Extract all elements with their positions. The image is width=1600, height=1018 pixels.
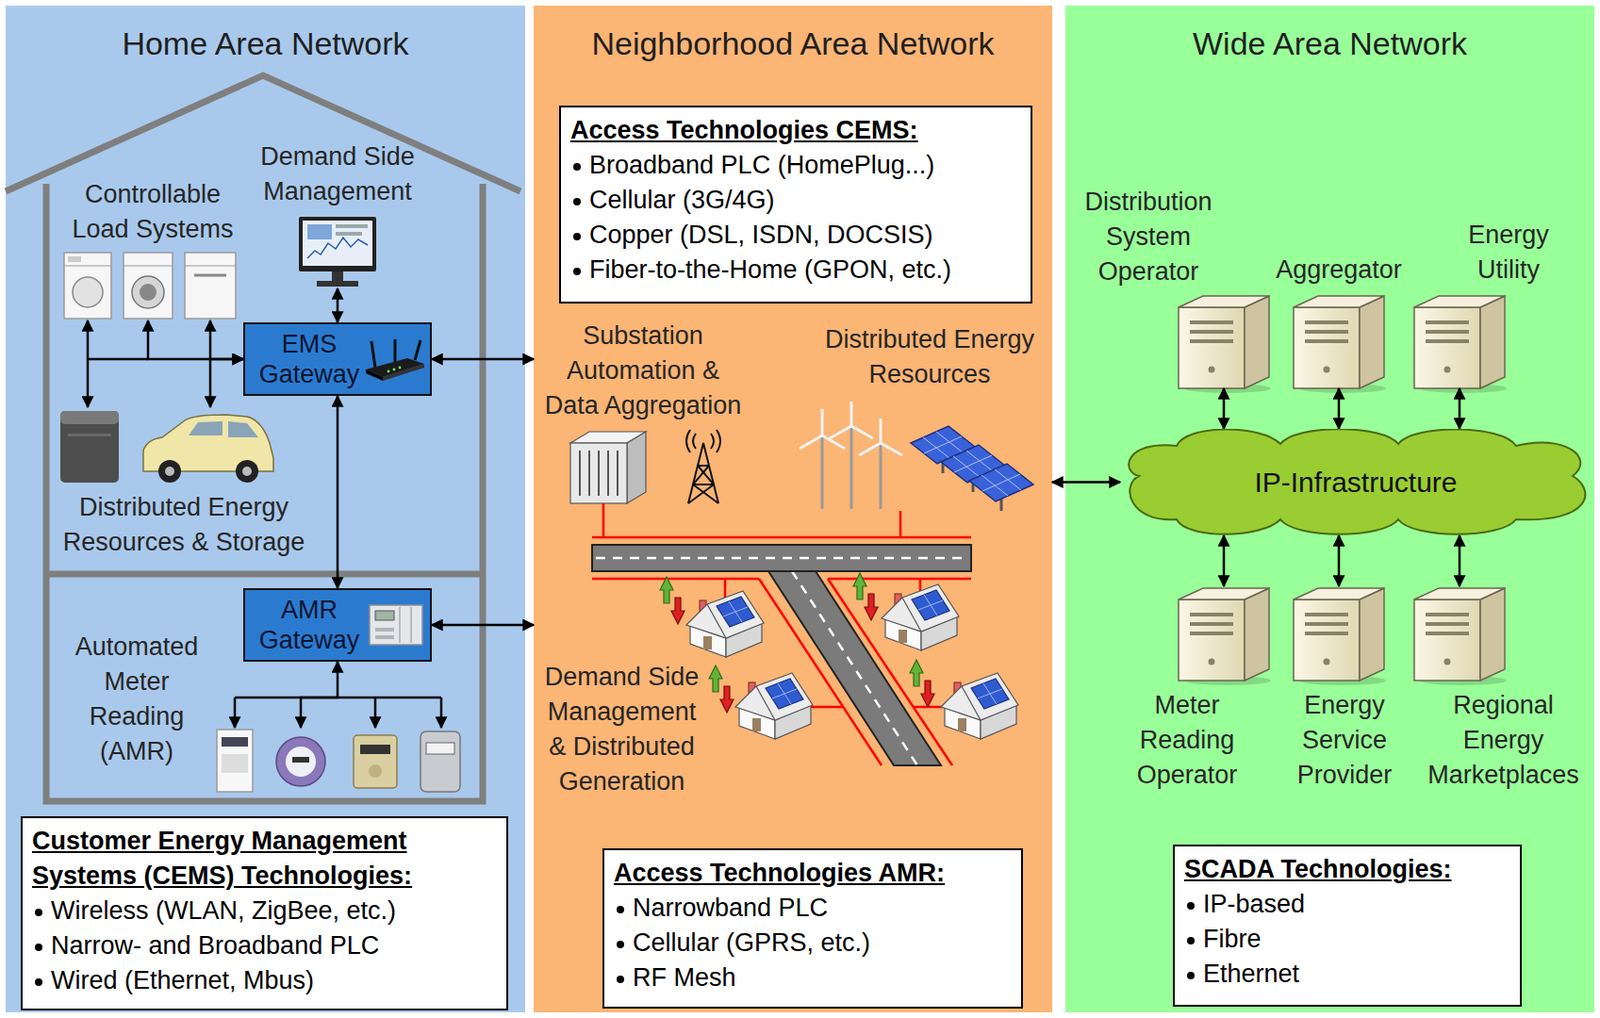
- node-label: Meter Reading Operator: [1116, 688, 1258, 793]
- router-icon: [363, 337, 427, 383]
- meter-device-icon: [367, 601, 425, 649]
- technology-box: Access Technologies AMR:Narrowband PLCCe…: [602, 848, 1023, 1009]
- node-label: Demand Side Management: [214, 139, 461, 210]
- ip-cloud: IP-Infrastructure: [1120, 428, 1592, 536]
- solar-panels: [910, 426, 1034, 512]
- node-label: Energy Service Provider: [1273, 688, 1416, 793]
- connector-arrow: [431, 624, 534, 627]
- server-node: Meter Reading Operator: [1178, 586, 1270, 681]
- meter-icons: [216, 729, 461, 792]
- monitor-icon: [298, 216, 377, 287]
- box-heading: Access Technologies AMR:: [613, 856, 1012, 891]
- node-label: Distributed Energy Resources & Storage: [42, 490, 326, 561]
- server-node: Distribution System Operator: [1178, 294, 1270, 389]
- box-heading: SCADA Technologies:: [1184, 852, 1511, 888]
- wind-turbines: [799, 401, 903, 510]
- node-label: Aggregator: [1244, 252, 1434, 288]
- bullet-item: Cellular (3G/4G): [570, 182, 1022, 218]
- box-heading: Customer Energy Management Systems (CEMS…: [32, 824, 497, 894]
- amr-gateway-box: AMR Gateway: [243, 588, 432, 662]
- node-label: Distribution System Operator: [1063, 184, 1234, 290]
- meter-group-node: Automated Meter Reading (AMR): [213, 727, 464, 794]
- technology-box: SCADA Technologies:IP-basedFibreEthernet: [1172, 844, 1522, 1007]
- server-icons: [1178, 296, 1507, 686]
- connector-arrow: [431, 358, 534, 362]
- bullet-item: Narrow- and Broadband PLC: [32, 928, 497, 964]
- connector-arrow: [1222, 388, 1226, 429]
- bullet-item: Wireless (WLAN, ZigBee, etc.): [32, 893, 497, 929]
- neighborhood-area-network-panel: Neighborhood Area NetworkAccess Technolo…: [533, 5, 1053, 1013]
- node-label: Automated Meter Reading (AMR): [65, 629, 208, 770]
- server-node: Energy Service Provider: [1293, 586, 1385, 681]
- house-outline: [5, 75, 521, 802]
- region-label: Demand Side Management & Distributed Gen…: [539, 659, 705, 800]
- region-label: Distributed Energy Resources: [821, 322, 1039, 393]
- controllable-load-node: Controllable Load Systems: [62, 250, 240, 321]
- connector-arrow: [300, 661, 338, 728]
- bullet-item: Wired (Ethernet, Mbus): [32, 963, 497, 999]
- connector-arrow: [1052, 480, 1121, 484]
- connector-arrow: [336, 395, 340, 589]
- server-node: Energy Utility: [1414, 294, 1505, 389]
- bullet-item: Narrowband PLC: [613, 890, 1012, 926]
- server-node: Regional Energy Marketplaces: [1414, 586, 1505, 681]
- node-label: Controllable Load Systems: [58, 177, 248, 248]
- bullet-item: Ethernet: [1184, 956, 1511, 992]
- bullet-item: Fibre: [1184, 922, 1511, 957]
- roads: [592, 544, 972, 766]
- panel-title: Wide Area Network: [1065, 24, 1595, 63]
- bullet-item: Copper (DSL, ISDN, DOCSIS): [570, 217, 1022, 253]
- panel-title: Neighborhood Area Network: [533, 24, 1053, 63]
- technology-box: Access Technologies CEMS:Broadband PLC (…: [559, 105, 1033, 304]
- wide-area-network-panel: Wide Area NetworkDistribution System Ope…: [1065, 5, 1595, 1013]
- meter-bus: [234, 697, 442, 728]
- storage-and-car-icons: [60, 411, 274, 483]
- bullet-item: RF Mesh: [613, 960, 1012, 996]
- appliance-icons: [64, 252, 236, 319]
- ems-gateway-box: EMS Gateway: [243, 322, 432, 396]
- power-lines: [592, 503, 972, 766]
- gateway-label: EMS Gateway: [252, 329, 366, 390]
- connector-arrow: [1458, 535, 1462, 587]
- node-label: Energy Utility: [1437, 217, 1580, 288]
- bullet-item: Fiber-to-the-Home (GPON, etc.): [570, 252, 1022, 288]
- der-storage-node: Distributed Energy Resources & Storage: [56, 407, 276, 483]
- box-heading: Access Technologies CEMS:: [570, 113, 1022, 149]
- region-label: Substation Automation & Data Aggregation: [539, 318, 747, 424]
- connector-arrow: [336, 288, 340, 323]
- cloud-label: IP-Infrastructure: [1253, 465, 1457, 500]
- connector-arrow: [1222, 535, 1226, 587]
- server-node: Aggregator: [1293, 294, 1385, 389]
- bullet-item: Cellular (GPRS, etc.): [613, 925, 1012, 961]
- bullet-item: IP-based: [1184, 887, 1511, 923]
- technology-box: Customer Energy Management Systems (CEMS…: [20, 816, 509, 1011]
- connector-arrow: [1337, 535, 1341, 587]
- connector-arrow: [1337, 388, 1341, 429]
- bullet-item: Broadband PLC (HomePlug...): [570, 148, 1022, 183]
- prosumer-houses: [659, 573, 1019, 740]
- connector-arrow: [1458, 388, 1462, 429]
- demand-side-management-node: Demand Side Management: [296, 214, 379, 289]
- substation-icons: [570, 429, 721, 504]
- panel-title: Home Area Network: [5, 24, 526, 63]
- node-label: Regional Energy Marketplaces: [1420, 688, 1586, 793]
- connector-arrow: [148, 320, 244, 360]
- gateway-label: AMR Gateway: [252, 594, 366, 656]
- connector-arrow: [210, 359, 244, 408]
